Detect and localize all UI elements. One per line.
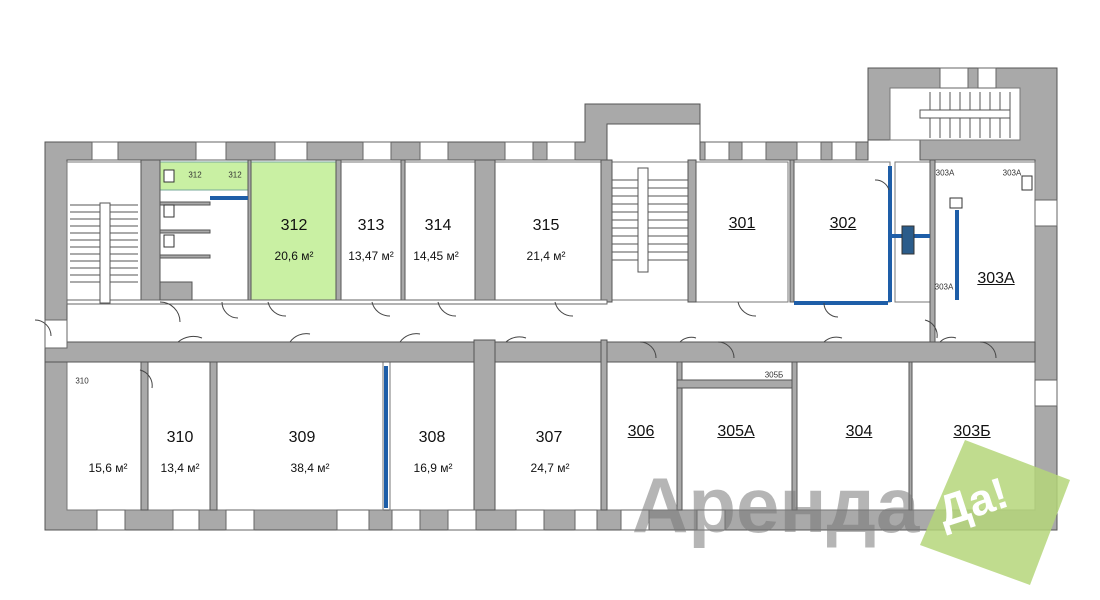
room-314-number: 314 xyxy=(424,217,452,234)
room-303a-number: 303А xyxy=(977,270,1015,287)
room-312-area[interactable] xyxy=(249,161,337,301)
label-303a-small-3: 303А xyxy=(934,282,954,292)
label-310-small: 310 xyxy=(75,376,89,386)
room-310-area-text: 13,4 м² xyxy=(160,461,200,475)
watermark-text: Аренда xyxy=(632,461,920,549)
stair-center xyxy=(611,161,689,301)
room-305a-number: 305А xyxy=(717,423,755,440)
room-310-area[interactable] xyxy=(147,361,211,511)
label-303a-small-1: 303А xyxy=(935,168,955,178)
stairs-center xyxy=(612,167,688,273)
room-309-area[interactable] xyxy=(216,361,384,511)
room-301-number: 301 xyxy=(728,215,756,232)
room-307-number: 307 xyxy=(535,429,563,446)
room-308-number: 308 xyxy=(418,429,446,446)
label-312-small-1: 312 xyxy=(188,170,202,180)
room-309-area-text: 38,4 м² xyxy=(290,461,330,475)
room-315-number: 315 xyxy=(532,217,560,234)
room-309-number: 309 xyxy=(288,429,316,446)
room-314-area[interactable] xyxy=(404,161,476,301)
room-301-area[interactable] xyxy=(695,161,789,303)
room-315-area[interactable] xyxy=(494,161,602,301)
room-313-area-text: 13,47 м² xyxy=(348,249,394,263)
room-306-number: 306 xyxy=(627,423,655,440)
room-304-number: 304 xyxy=(845,423,873,440)
restroom-312-highlight xyxy=(159,161,249,191)
room-312-area-text: 20,6 м² xyxy=(274,249,314,263)
stairs-west xyxy=(70,202,138,304)
watermark-badge xyxy=(920,440,1070,585)
room-312-number: 312 xyxy=(280,217,308,234)
room-310a-area[interactable] xyxy=(66,361,142,511)
fixtures xyxy=(163,169,1033,255)
label-305b-small: 305Б xyxy=(764,370,784,380)
label-312-small-2: 312 xyxy=(228,170,242,180)
room-310-number: 310 xyxy=(166,429,194,446)
room-307-area[interactable] xyxy=(494,361,602,511)
room-303a-area[interactable] xyxy=(934,161,1036,343)
room-307-area-text: 24,7 м² xyxy=(530,461,570,475)
room-304-area[interactable] xyxy=(796,361,910,511)
room-305a-area[interactable] xyxy=(681,387,793,511)
room-314-area-text: 14,45 м² xyxy=(413,249,459,263)
room-303b-number: 303Б xyxy=(953,423,991,440)
room-313-number: 313 xyxy=(357,217,385,234)
room-315-area-text: 21,4 м² xyxy=(526,249,566,263)
room-302-number: 302 xyxy=(829,215,857,232)
room-310a-area-text: 15,6 м² xyxy=(88,461,128,475)
doors xyxy=(34,179,997,389)
room-308-area-text: 16,9 м² xyxy=(413,461,453,475)
stairs-north xyxy=(919,92,1011,138)
glass-partitions xyxy=(210,166,959,508)
label-303a-small-2: 303А xyxy=(1002,168,1022,178)
room-308-area[interactable] xyxy=(389,361,475,511)
interior-walls xyxy=(44,159,1036,511)
windows xyxy=(44,67,1058,531)
